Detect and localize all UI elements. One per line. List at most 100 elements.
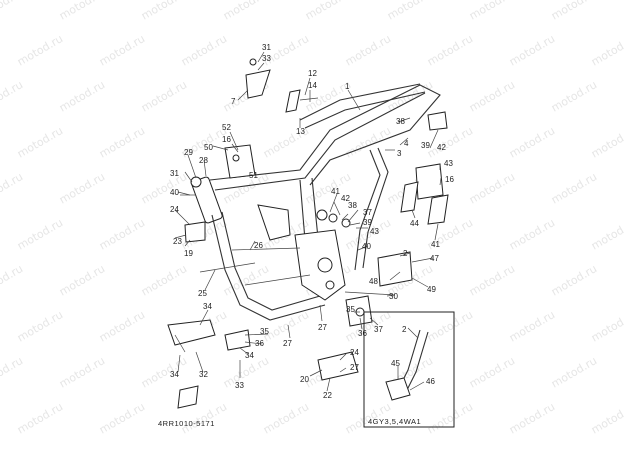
watermark-text: motod.ru: [303, 0, 353, 23]
watermark-text: motod.ru: [57, 78, 107, 114]
callout-23: 32: [199, 370, 208, 379]
callout-34b: 43: [370, 227, 379, 236]
callout-32: 40: [362, 242, 371, 251]
watermark-text: motod.ru: [97, 124, 147, 160]
watermark-text: motod.ru: [589, 216, 625, 252]
callout-34: 42: [341, 194, 350, 203]
callout-45: 45: [391, 359, 400, 368]
callout-13: 23: [173, 237, 182, 246]
callout-11b: 20: [300, 375, 309, 384]
watermark-text: motod.ru: [549, 262, 599, 298]
callout-9b: 16: [222, 135, 231, 144]
watermark-text: motod.ru: [589, 32, 625, 68]
watermark-text: motod.ru: [385, 0, 435, 23]
watermark-text: motod.ru: [343, 124, 393, 160]
callout-6: 13: [296, 127, 305, 136]
callout-29: 37: [363, 208, 372, 217]
callout-2: 2: [403, 249, 408, 258]
callout-9: 33: [262, 54, 271, 63]
callout-46: 46: [426, 377, 435, 386]
watermark-text: motod.ru: [507, 400, 557, 436]
watermark-text: motod.ru: [139, 170, 189, 206]
watermark-text: motod.ru: [179, 32, 229, 68]
watermark-text: motod.ru: [261, 400, 311, 436]
watermark-text: motod.ru: [589, 308, 625, 344]
callout-15: 24: [170, 205, 179, 214]
watermark-text: motod.ru: [0, 78, 25, 114]
watermark-text: motod.ru: [507, 216, 557, 252]
leader-lines: [174, 51, 442, 392]
watermark-text: motod.ru: [139, 262, 189, 298]
watermark-text: motod.ru: [589, 124, 625, 160]
callout-11: 19: [184, 249, 193, 258]
callout-50: 50: [204, 143, 213, 152]
callout-48: 48: [369, 277, 378, 286]
variant-inset-box: [363, 311, 455, 428]
callout-25: 34: [170, 370, 179, 379]
watermark-text: motod.ru: [507, 32, 557, 68]
watermark-text: motod.ru: [15, 32, 65, 68]
watermark-text: motod.ru: [0, 262, 25, 298]
watermark-text: motod.ru: [549, 0, 599, 23]
callout-12: 22: [323, 391, 332, 400]
callout-14: 24: [350, 348, 359, 357]
watermark-text: motod.ru: [467, 170, 517, 206]
callout-44: 44: [410, 219, 419, 228]
watermark-text: motod.ru: [57, 170, 107, 206]
watermark-text: motod.ru: [549, 170, 599, 206]
callout-19: 28: [199, 156, 208, 165]
callout-37: 37: [374, 325, 383, 334]
callout-18b: 27: [283, 339, 292, 348]
callout-38: 38: [396, 117, 405, 126]
callout-2b: 2: [402, 325, 407, 334]
callout-52: 52: [222, 123, 231, 132]
watermark-text: motod.ru: [507, 124, 557, 160]
part-code: 4RR1010-5171: [158, 419, 215, 428]
callout-36: 36: [358, 329, 367, 338]
watermark-text: motod.ru: [0, 170, 25, 206]
watermark-text: motod.ru: [57, 262, 107, 298]
callout-9c: 16: [445, 175, 454, 184]
callout-8: 31: [262, 43, 271, 52]
watermark-text: motod.ru: [15, 124, 65, 160]
watermark-text: motod.ru: [507, 308, 557, 344]
callout-5: 12: [308, 69, 317, 78]
callout-26: 34: [245, 351, 254, 360]
watermark-text: motod.ru: [15, 216, 65, 252]
watermark-text: motod.ru: [343, 32, 393, 68]
watermark-text: motod.ru: [97, 308, 147, 344]
variant-label: 4GY3,5,4WA1: [368, 417, 421, 426]
callout-43: 43: [444, 159, 453, 168]
watermark-text: motod.ru: [97, 32, 147, 68]
main-frame: [191, 83, 441, 321]
watermark-text: motod.ru: [139, 0, 189, 23]
callout-18c: 27: [350, 363, 359, 372]
callout-17: 26: [254, 241, 263, 250]
callout-49: 49: [427, 285, 436, 294]
callout-30: 38: [348, 201, 357, 210]
callout-33: 41: [331, 187, 340, 196]
small-parts: [167, 58, 449, 409]
callout-47: 47: [430, 254, 439, 263]
watermark-text: motod.ru: [425, 400, 475, 436]
callout-39: 39: [421, 141, 430, 150]
watermark-text: motod.ru: [467, 0, 517, 23]
callout-18: 27: [318, 323, 327, 332]
callout-24b: 34: [203, 302, 212, 311]
callout-3: 3: [397, 149, 402, 158]
callout-41: 41: [431, 240, 440, 249]
callout-42: 42: [437, 143, 446, 152]
callout-16: 25: [198, 289, 207, 298]
watermark-text: motod.ru: [97, 400, 147, 436]
watermark-text: motod.ru: [15, 400, 65, 436]
watermark-text: motod.ru: [589, 400, 625, 436]
watermark-text: motod.ru: [0, 354, 25, 390]
callout-28: 36: [255, 339, 264, 348]
watermark-text: motod.ru: [425, 308, 475, 344]
callout-22: 31: [170, 169, 179, 178]
callout-1: 1: [345, 82, 350, 91]
callout-21: 30: [389, 292, 398, 301]
watermark-text: motod.ru: [549, 78, 599, 114]
watermark-text: motod.ru: [467, 262, 517, 298]
